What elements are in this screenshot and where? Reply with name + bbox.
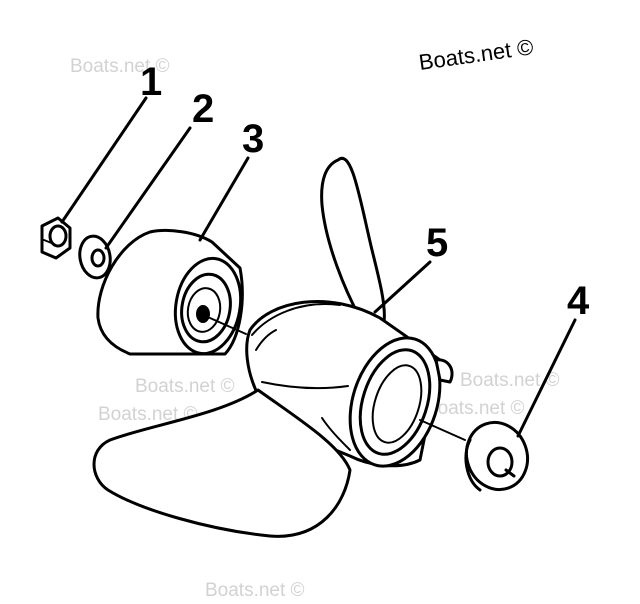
watermark-bottom: Boats.net © bbox=[205, 580, 305, 601]
callout-4: 4 bbox=[567, 279, 590, 323]
nut bbox=[40, 216, 72, 260]
watermark-middle: Boats.net © bbox=[135, 376, 235, 397]
leader-line-2 bbox=[104, 126, 192, 250]
watermark-top-left: Boats.net © bbox=[70, 56, 170, 77]
watermark-main: Boats.net © bbox=[417, 34, 535, 75]
watermark-right: Boats.net © bbox=[425, 398, 525, 419]
watermark-bottom-left: Boats.net © bbox=[98, 404, 198, 425]
callout-3: 3 bbox=[242, 117, 264, 161]
leader-line-5 bbox=[373, 260, 432, 314]
propeller bbox=[92, 156, 454, 538]
watermark-right-upper: Boats.net © bbox=[460, 370, 560, 391]
leader-line-4 bbox=[516, 318, 577, 438]
leader-line-1 bbox=[60, 96, 148, 224]
rear-washer bbox=[464, 420, 529, 492]
washer bbox=[78, 234, 112, 280]
callout-2: 2 bbox=[192, 87, 214, 131]
thrust-hub bbox=[96, 228, 244, 356]
callout-5: 5 bbox=[426, 221, 448, 265]
callout-1: 1 bbox=[140, 60, 162, 104]
leader-line-3 bbox=[198, 156, 250, 242]
assembly-axis-rear bbox=[419, 419, 466, 441]
assembly-axis-front bbox=[209, 317, 247, 335]
